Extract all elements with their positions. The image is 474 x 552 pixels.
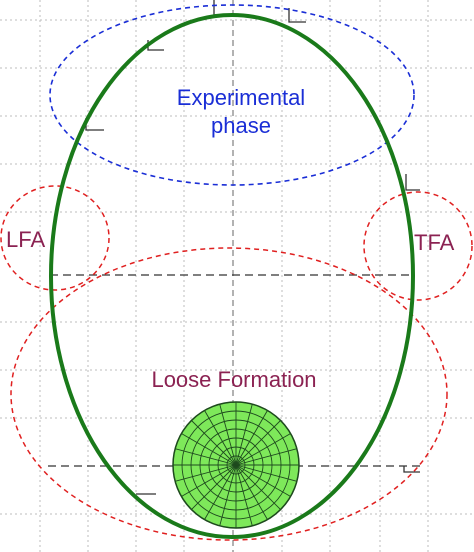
earth-mesh-meridian <box>191 464 237 510</box>
lfa-region <box>0 185 110 291</box>
experimental-phase-region <box>49 4 415 186</box>
earth-mesh <box>173 402 299 528</box>
experimental-phase-label-line1: Experimental <box>177 85 305 110</box>
earth-mesh-meridian <box>235 448 298 466</box>
lfa-label: LFA <box>6 227 45 252</box>
earth-mesh-meridian <box>181 433 237 466</box>
earth-mesh-meridian <box>235 433 291 466</box>
earth-mesh-meridian <box>235 464 281 510</box>
tfa-region <box>363 191 473 301</box>
loose-formation-label: Loose Formation <box>151 367 316 392</box>
tfa-label: TFA <box>414 230 455 255</box>
earth-mesh-meridian <box>204 410 237 466</box>
earth-mesh-meridian <box>174 464 237 482</box>
loose-formation-region <box>10 247 448 541</box>
earth-mesh-meridian <box>204 464 237 520</box>
earth-mesh-meridian <box>235 410 268 466</box>
earth-mesh-meridian <box>235 464 298 482</box>
earth-mesh-meridian <box>235 464 291 497</box>
earth-mesh-meridian <box>235 420 281 466</box>
earth-mesh-meridian <box>235 464 253 527</box>
earth-mesh-meridian <box>174 448 237 466</box>
earth-mesh-meridian <box>191 420 237 466</box>
earth-mesh-meridian <box>219 464 237 527</box>
earth-mesh-meridian <box>181 464 237 497</box>
earth-sphere <box>172 401 300 529</box>
earth-mesh-meridian <box>219 403 237 466</box>
orbit-ellipse <box>49 13 415 539</box>
experimental-phase-label-line2: phase <box>211 113 271 138</box>
earth-mesh-meridian <box>235 403 253 466</box>
earth-mesh-meridian <box>235 464 268 520</box>
